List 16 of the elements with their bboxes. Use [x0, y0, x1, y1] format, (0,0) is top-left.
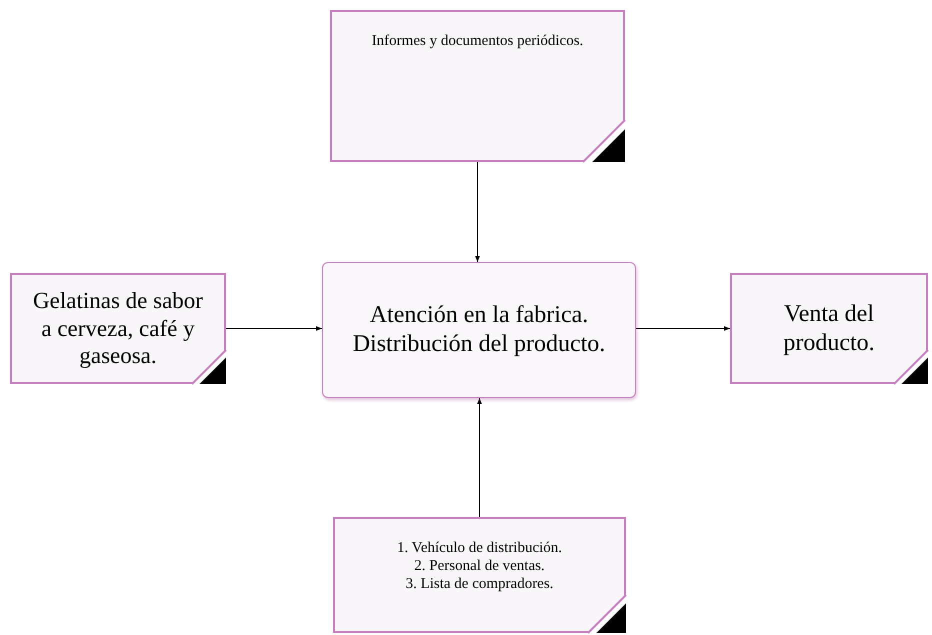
node-text: 3. Lista de compradores. — [406, 575, 554, 593]
arrow — [475, 162, 480, 262]
node-text: Atención en la fabrica. Distribución del producto. — [352, 301, 606, 359]
node-text: 1. Vehículo de distribución. — [396, 539, 562, 557]
process-box — [322, 262, 636, 398]
arrow — [477, 398, 482, 518]
arrow — [636, 326, 730, 331]
node-text: Informes y documentos periódicos. — [372, 32, 584, 50]
arrow — [226, 326, 322, 331]
note-box — [730, 273, 928, 384]
node-text: 2. Personal de ventas. — [414, 557, 545, 575]
note-box — [330, 10, 625, 162]
note-box — [333, 517, 626, 633]
node-text: Gelatinas de sabor a cerveza, café y gaseosa. — [32, 287, 204, 370]
note-box — [10, 273, 226, 384]
node-text: Venta del producto. — [782, 300, 876, 358]
